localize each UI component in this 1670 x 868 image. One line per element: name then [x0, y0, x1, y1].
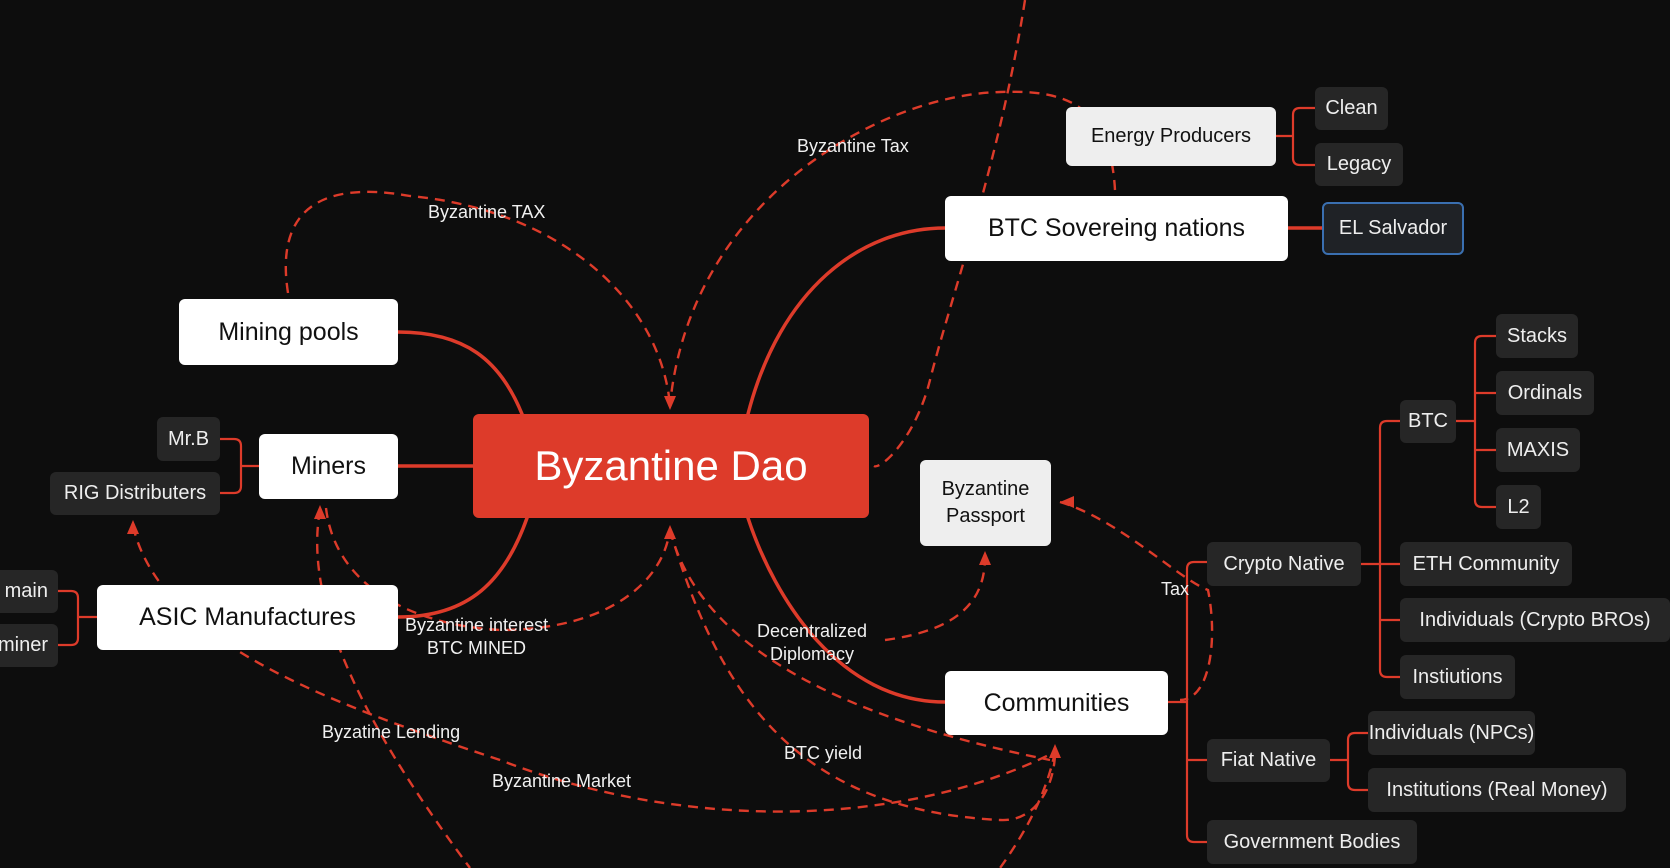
institutions-real-money-node[interactable]: Institutions (Real Money): [1368, 768, 1626, 812]
l2-node[interactable]: L2: [1496, 485, 1541, 529]
individuals-npc-node[interactable]: Individuals (NPCs): [1368, 711, 1535, 755]
communities-node[interactable]: Communities: [945, 671, 1168, 735]
fiat-native-node[interactable]: Fiat Native: [1207, 739, 1330, 782]
arrow-root-bottom: [664, 525, 676, 539]
eth-community-node[interactable]: ETH Community: [1400, 542, 1572, 586]
label-interest-line2: BTC MINED: [427, 638, 527, 658]
sovereign-nations-node[interactable]: BTC Sovereing nations: [945, 196, 1288, 261]
label-tax: Tax: [1161, 579, 1190, 599]
bracket-fiat-native: [1330, 731, 1368, 792]
bracket-energy: [1276, 106, 1315, 167]
dash-lending-market: [131, 525, 1056, 813]
link-root-sovereign: [746, 226, 947, 416]
byzantine-passport-node[interactable]: Byzantine Passport: [920, 460, 1051, 546]
label-diplomacy-line2: Diplomacy: [770, 644, 855, 664]
individuals-crypto-node[interactable]: Individuals (Crypto BROs): [1400, 598, 1670, 642]
partial-main-node[interactable]: main: [0, 570, 58, 613]
passport-label-line1: Byzantine: [941, 478, 1030, 500]
link-root-communities: [746, 516, 947, 704]
label-btc-yield: BTC yield: [784, 743, 863, 763]
bracket-btc: [1456, 334, 1496, 509]
dash-yield: [668, 529, 1057, 822]
mr-b-node[interactable]: Mr.B: [157, 417, 220, 461]
label-diplomacy-line1: Decentralized: [757, 621, 868, 641]
arrow-rig: [127, 520, 139, 534]
label-byzantine-interest: Byzantine interest BTC MINED: [405, 614, 548, 660]
arrow-passport-bottom: [979, 551, 991, 565]
mining-pools-node[interactable]: Mining pools: [179, 299, 398, 365]
crypto-native-node[interactable]: Crypto Native: [1207, 542, 1361, 586]
bracket-miners: [220, 437, 259, 495]
arrow-passport-right: [1060, 496, 1074, 508]
stacks-node[interactable]: Stacks: [1496, 314, 1578, 358]
asic-manufactures-node[interactable]: ASIC Manufactures: [97, 585, 398, 650]
btc-node[interactable]: BTC: [1400, 400, 1456, 443]
government-bodies-node[interactable]: Government Bodies: [1207, 820, 1417, 864]
miners-node[interactable]: Miners: [259, 434, 398, 499]
dash-mining-tax: [284, 190, 672, 406]
maxis-node[interactable]: MAXIS: [1496, 428, 1580, 472]
label-byzatine-lending: Byzatine Lending: [322, 722, 461, 742]
clean-node[interactable]: Clean: [1315, 87, 1388, 130]
institutions-crypto-node[interactable]: Instiutions: [1400, 655, 1515, 699]
ordinals-node[interactable]: Ordinals: [1496, 371, 1594, 415]
bracket-communities: [1168, 560, 1207, 844]
label-byzantine-market: Byzantine Market: [492, 771, 632, 791]
dash-interest: [324, 507, 672, 632]
legacy-node[interactable]: Legacy: [1315, 143, 1403, 186]
dash-tax: [1059, 500, 1214, 702]
el-salvador-node[interactable]: EL Salvador: [1322, 202, 1464, 255]
dash-sovereign-line: [873, 0, 1027, 468]
dash-miners-down: [315, 509, 471, 868]
partial-miner-node[interactable]: miner: [0, 624, 58, 667]
passport-label-line2: Passport: [946, 505, 1025, 527]
arrow-miners: [314, 505, 326, 519]
bracket-asic: [58, 589, 97, 647]
dash-diplomacy: [884, 556, 987, 642]
arrow-communities: [1049, 744, 1061, 758]
label-byzantine-tax-upper: Byzantine Tax: [797, 136, 909, 156]
label-decentralized-diplomacy: Decentralized Diplomacy: [757, 620, 867, 666]
link-root-mining-pools: [396, 330, 524, 416]
label-interest-line1: Byzantine interest: [405, 615, 549, 635]
label-byzantine-tax-caps: Byzantine TAX: [428, 202, 546, 222]
bracket-crypto-native: [1361, 419, 1400, 679]
energy-producers-node[interactable]: Energy Producers: [1066, 107, 1276, 166]
arrow-root-top: [664, 396, 676, 410]
root-node[interactable]: Byzantine Dao: [473, 414, 869, 518]
dash-communities-down: [999, 751, 1057, 868]
link-root-asic: [396, 516, 529, 619]
rig-distributers-node[interactable]: RIG Distributers: [50, 472, 220, 515]
